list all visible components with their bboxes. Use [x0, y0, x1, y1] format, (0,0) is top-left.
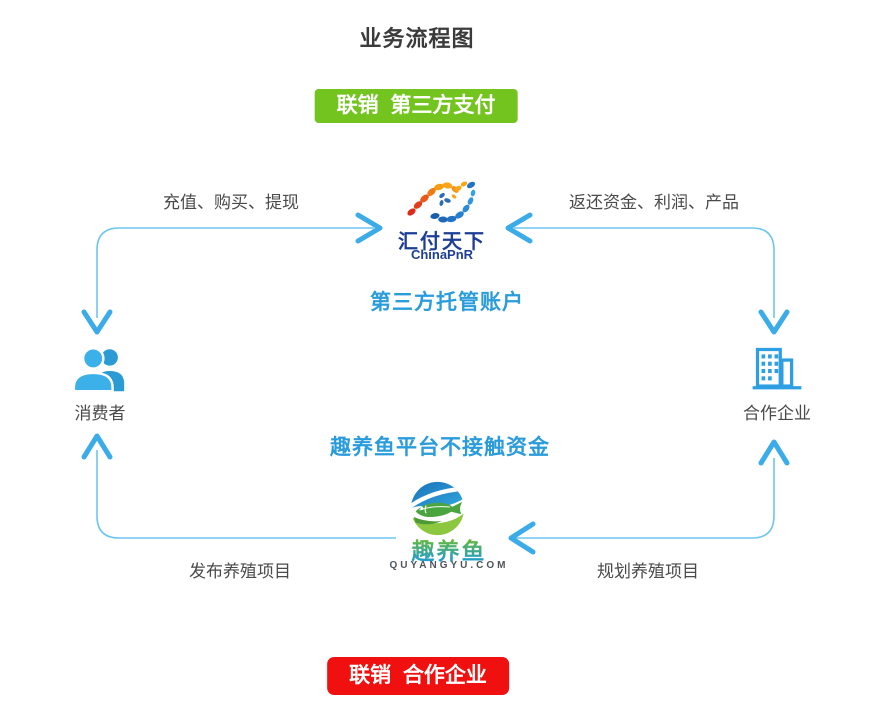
partner-building-icon [752, 347, 802, 390]
arrowhead-right-icon [355, 212, 383, 244]
arrowhead-down-partner-icon [758, 309, 790, 335]
arrowhead-up-consumer-icon [81, 433, 113, 460]
flow-label-returns: 返还资金、利润、产品 [569, 193, 739, 212]
badge-partner-enterprise: 联销 合作企业 [327, 657, 509, 695]
consumer-label: 消费者 [74, 404, 126, 423]
chinapnr-logo-icon [407, 181, 476, 223]
arrow-partner-quyangyu [514, 458, 775, 539]
partner-label: 合作企业 [743, 404, 811, 423]
platform-caption: 趣养鱼平台不接触资金 [330, 436, 550, 459]
flow-label-plan: 规划养殖项目 [597, 562, 699, 581]
consumer-people-icon [72, 347, 125, 393]
escrow-caption: 第三方托管账户 [370, 291, 524, 314]
arrowhead-up-partner-icon [758, 439, 790, 466]
arrowhead-left-icon [505, 212, 533, 244]
quyangyu-wordmark: 趣养鱼 [412, 532, 487, 566]
arrow-consumer-chinapnr [96, 227, 374, 318]
flow-label-publish: 发布养殖项目 [189, 562, 291, 581]
chinapnr-subtitle: ChinaPnR [410, 247, 474, 262]
page-title: 业务流程图 [359, 26, 475, 51]
arrow-partner-chinapnr [514, 227, 775, 318]
badge-third-party-payment: 联销 第三方支付 [314, 89, 518, 123]
quyangyu-domain: QUYANGYU.COM [389, 560, 509, 571]
arrowhead-down-consumer-icon [81, 309, 113, 335]
quyangyu-logo-icon [410, 481, 465, 536]
arrow-quyangyu-consumer [96, 450, 396, 539]
chinapnr-wordmark: 汇付天下 [398, 231, 486, 253]
arrowhead-left-quyangyu-icon [508, 521, 536, 555]
flow-label-recharge: 充值、购买、提现 [163, 193, 299, 212]
